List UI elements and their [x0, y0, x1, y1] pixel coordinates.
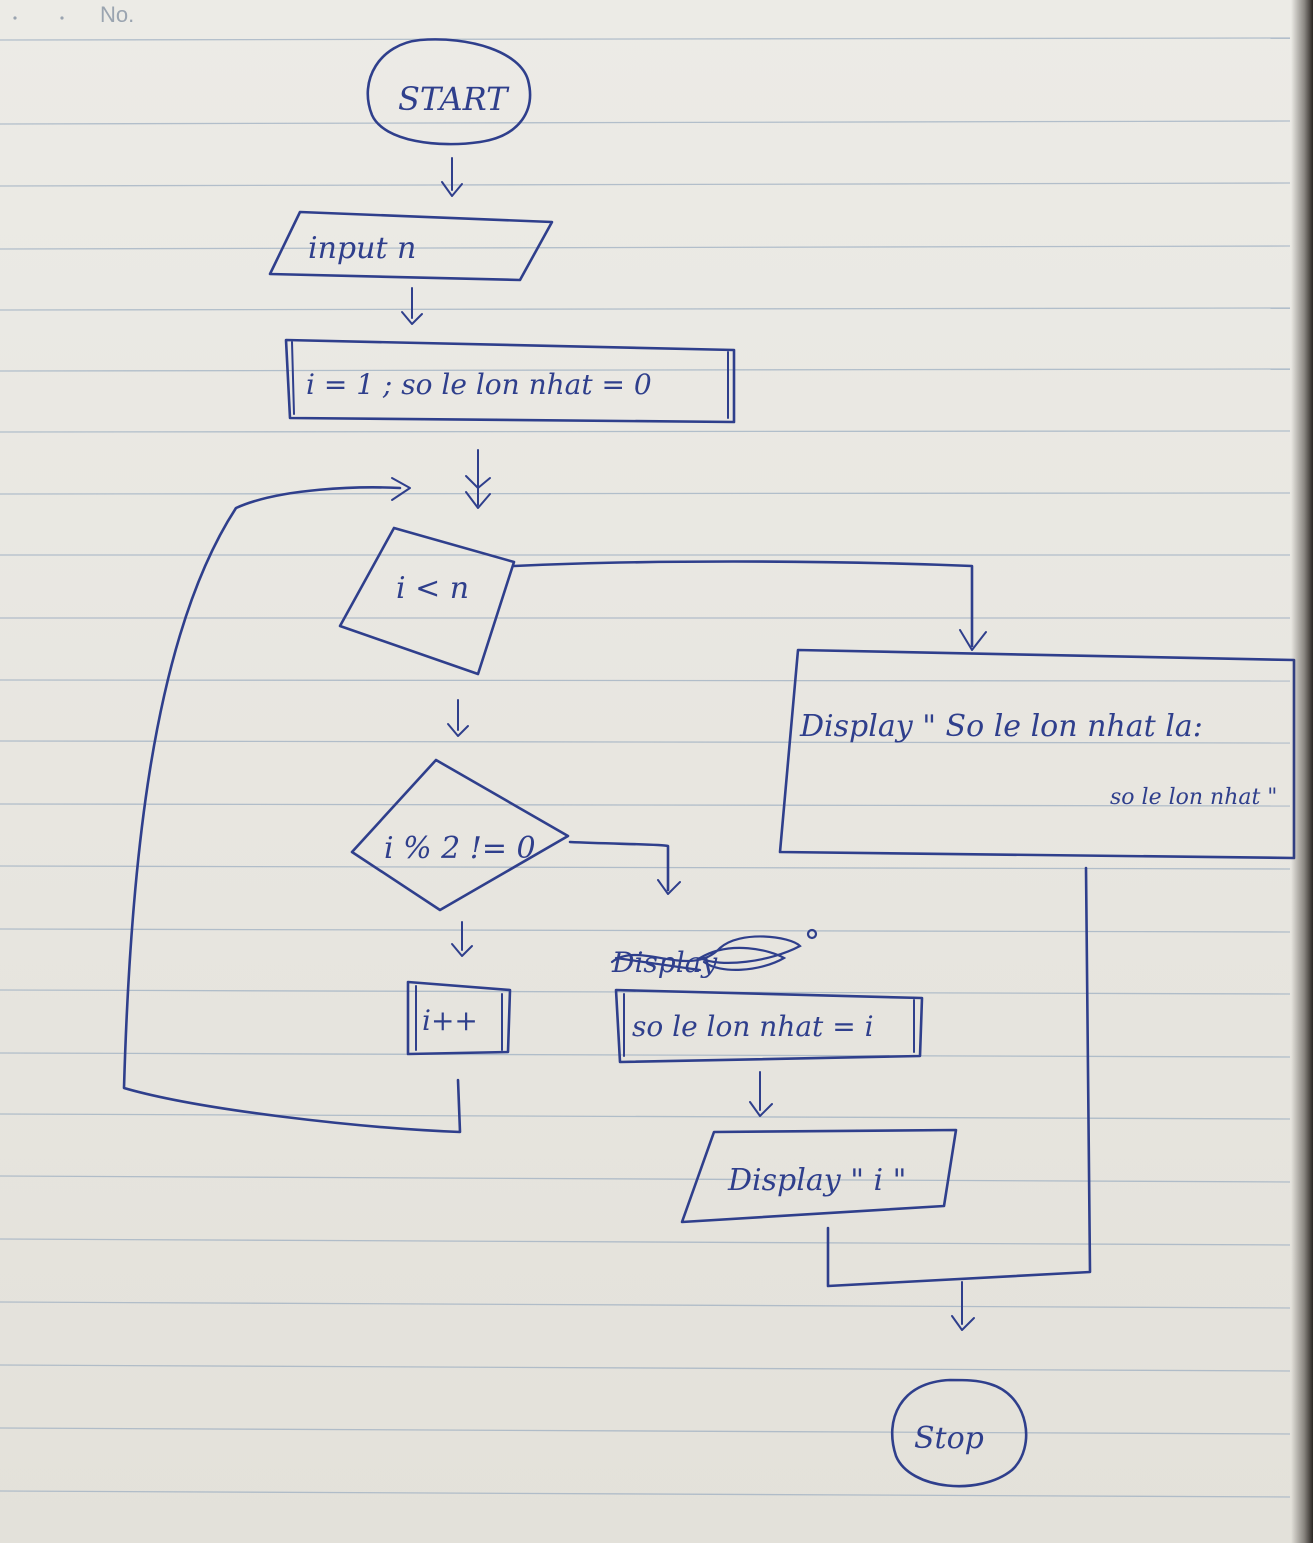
loop-condition-label: i < n — [396, 571, 469, 606]
start-label: START — [398, 80, 510, 118]
increment-process-box: i++ — [406, 980, 512, 1056]
loop-back-arrow — [122, 477, 462, 1134]
notebook-number-label: No. — [100, 2, 134, 27]
struck-text: Display — [610, 928, 818, 979]
arrow-input-to-init — [401, 287, 423, 325]
arrow-assign-to-display-i — [749, 1071, 773, 1117]
header-dot — [13, 16, 17, 20]
arrow-start-to-input — [441, 157, 463, 197]
increment-label: i++ — [422, 1004, 478, 1037]
stop-terminator: Stop — [891, 1378, 1028, 1488]
input-block: input n — [268, 210, 554, 282]
page-edge-shadow — [1291, 0, 1313, 1543]
struck-display-text: Display — [611, 946, 718, 979]
assign-label: so le lon nhat = i — [632, 1010, 874, 1043]
assign-process-box: so le lon nhat = i — [614, 988, 924, 1064]
input-label: input n — [308, 231, 416, 266]
display-i-block: Display " i " — [680, 1128, 958, 1224]
merge-to-stop — [826, 866, 1092, 1331]
display-result-line1: Display " So le lon nhat la: — [799, 709, 1203, 744]
arrow-init-to-loop — [465, 449, 491, 509]
arrow-odd-to-assign — [568, 840, 681, 895]
start-terminator: START — [366, 38, 532, 146]
odd-condition-diamond: i % 2 != 0 — [350, 758, 570, 912]
display-i-label: Display " i " — [727, 1163, 906, 1198]
odd-condition-label: i % 2 != 0 — [384, 831, 536, 866]
init-process-box: i = 1 ; so le lon nhat = 0 — [284, 338, 736, 424]
stop-label: Stop — [914, 1421, 984, 1456]
display-result-line2: so le lon nhat " — [1110, 785, 1277, 810]
header-dot — [60, 16, 64, 20]
init-label: i = 1 ; so le lon nhat = 0 — [306, 368, 652, 401]
scribble-dot — [806, 928, 818, 940]
arrow-loop-to-odd — [447, 699, 469, 737]
arrow-odd-to-increment — [451, 921, 473, 957]
ruled-lines — [0, 37, 1291, 1498]
loop-condition-diamond: i < n — [338, 526, 516, 676]
arrow-loop-false — [512, 560, 987, 651]
